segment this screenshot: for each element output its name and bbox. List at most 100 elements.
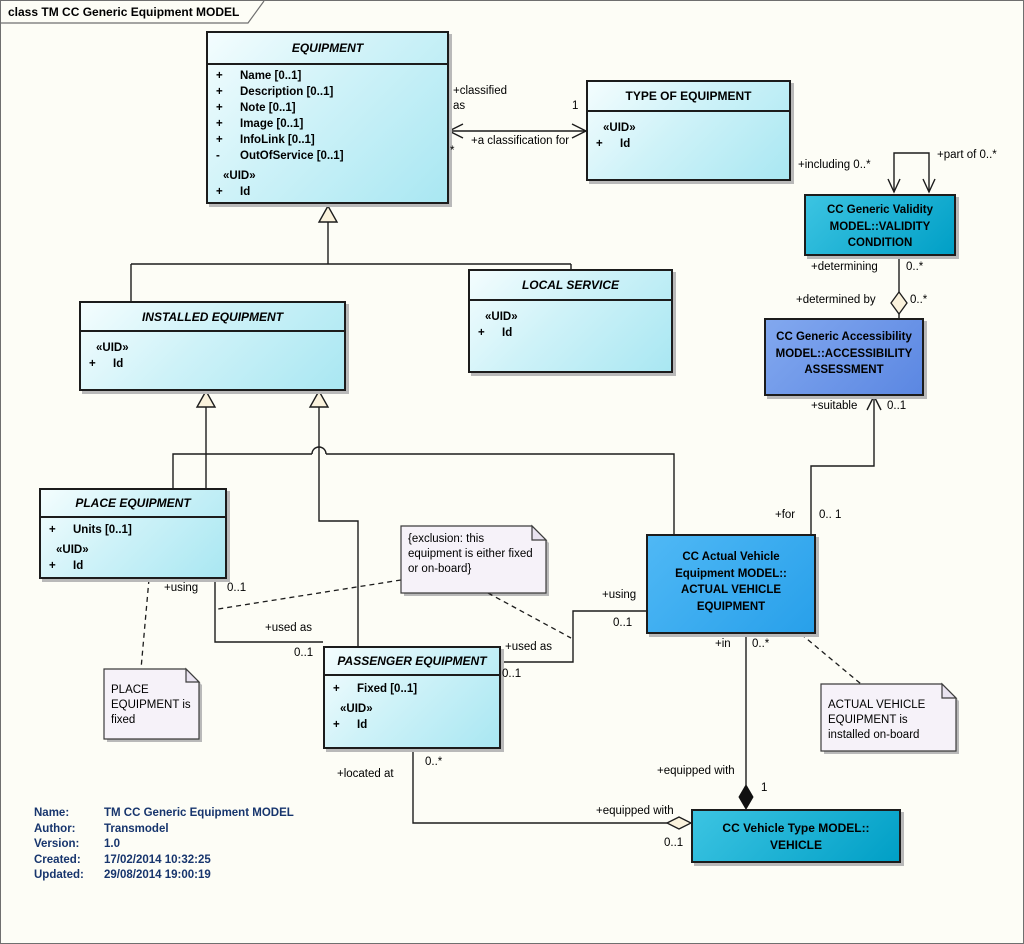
mult-located-at: 0..* [425, 756, 443, 768]
class-vehicle[interactable]: CC Vehicle Type MODEL:: VEHICLE [691, 809, 901, 863]
diamond-equipped-with-open [665, 816, 693, 830]
associations[interactable] [130, 123, 936, 824]
note-place-fixed[interactable] [103, 668, 200, 740]
mult-used-as-ave: 0..1 [502, 668, 522, 680]
mult-using-place: 0..1 [227, 582, 247, 594]
role-for: +for [775, 509, 796, 521]
role-suitable: +suitable [811, 400, 858, 412]
class-equipment[interactable]: EQUIPMENT +Name [0..1] +Description [0..… [206, 31, 449, 204]
class-name: PLACE EQUIPMENT [41, 490, 225, 518]
role-equipped-with-passenger: +equipped with [596, 805, 674, 817]
metadata-label: Created: [34, 853, 81, 866]
metadata-row: Version:1.0 [34, 837, 294, 853]
class-type-of-equipment[interactable]: TYPE OF EQUIPMENT «UID» +Id [586, 80, 791, 181]
metadata-label: Updated: [34, 869, 84, 882]
mult-equipment-many: * [450, 145, 455, 157]
attribute-row: -OutOfService [0..1] [208, 148, 447, 164]
note-place-fixed-text: PLACE EQUIPMENT is fixed [111, 684, 191, 726]
assoc-place-passenger[interactable] [214, 579, 323, 643]
role-part-of: +part of 0..* [937, 149, 997, 161]
attribute-row: +Id [470, 325, 671, 341]
attribute-row: + Units [0..1] [41, 522, 225, 538]
assoc-place-ave[interactable] [172, 446, 675, 534]
attribute-row: + Fixed [0..1] [325, 681, 499, 697]
assoc-passenger-vehicle[interactable] [412, 749, 667, 824]
class-name-line: CC Generic Accessibility [776, 331, 912, 343]
attr-sign: + [333, 683, 340, 695]
role-determined-by: +determined by [796, 294, 876, 306]
class-name: PASSENGER EQUIPMENT [325, 648, 499, 676]
role-equipped-with-ave: +equipped with [657, 765, 735, 777]
triangle-installed-left [195, 389, 217, 408]
attribute-row: +Id [325, 717, 499, 733]
attribute-row: + Note [0..1] [208, 100, 447, 116]
attr-sign: + [216, 186, 223, 198]
attr-text: OutOfService [0..1] [240, 150, 344, 162]
note-exclusion-text: {exclusion: this equipment is either fix… [408, 533, 533, 575]
assoc-ave-accessibility[interactable] [810, 396, 875, 534]
generalization-triangles [195, 204, 339, 408]
role-used-as-ave: +used as [505, 641, 552, 653]
class-validity-condition[interactable]: CC Generic Validity MODEL::VALIDITY COND… [804, 194, 956, 256]
attr-sign: + [478, 327, 485, 339]
role-using-place: +using [164, 582, 199, 594]
noteline-exclusion-right [487, 592, 572, 639]
attr-sign: + [49, 524, 56, 536]
arrowhead-left [447, 123, 464, 139]
class-place-equipment[interactable]: PLACE EQUIPMENT +Units [0..1] «UID» +Id [39, 488, 227, 579]
class-passenger-equipment[interactable]: PASSENGER EQUIPMENT +Fixed [0..1] «UID» … [323, 646, 501, 749]
role-located-at: +located at [337, 768, 394, 780]
assoc-passenger-ave[interactable] [501, 610, 646, 663]
attr-text: Units [0..1] [73, 524, 132, 536]
title-tab-outline [1, 1, 265, 24]
noteline-place-fixed [140, 578, 150, 670]
note-ave-onboard-text: ACTUAL VEHICLE EQUIPMENT is installed on… [828, 699, 926, 741]
role-used-as-place: +used as [265, 622, 312, 634]
note-connectors [140, 578, 862, 685]
attribute-row: +Name [0..1] [208, 68, 447, 84]
attr-text: Id [113, 358, 124, 370]
generalization-passenger-equipment[interactable] [318, 407, 359, 646]
attribute-row: +Description [0..1] [208, 84, 447, 100]
attribute-row: +InfoLink [0..1] [208, 132, 447, 148]
class-actual-vehicle-equipment[interactable]: CC Actual Vehicle Equipment MODEL:: ACTU… [646, 534, 816, 634]
attr-text: Id [620, 138, 631, 150]
note-ave-onboard-fold [941, 682, 958, 699]
note-ave-onboard[interactable] [820, 683, 957, 752]
mult-equipped-with-passenger: 0..1 [664, 837, 684, 849]
class-name: EQUIPMENT [208, 33, 447, 65]
mult-determining: 0..* [906, 261, 924, 273]
class-name: LOCAL SERVICE [470, 271, 671, 301]
attr-text: Fixed [0..1] [357, 683, 418, 695]
role-including: +including 0..* [798, 159, 871, 171]
noteline-exclusion-left [217, 579, 402, 610]
attr-text: Note [0..1] [240, 102, 296, 114]
stereotype-uid: «UID» [340, 703, 373, 715]
class-name: INSTALLED EQUIPMENT [81, 303, 344, 332]
attr-text: Id [73, 560, 84, 572]
diagram-title: class TM CC Generic Equipment MODEL [8, 5, 240, 19]
notes-layer[interactable] [103, 524, 958, 752]
generalization-equipment-children[interactable] [130, 222, 572, 301]
class-accessibility-assessment[interactable]: CC Generic Accessibility MODEL::ACCESSIB… [764, 318, 924, 396]
mult-for: 0.. 1 [819, 509, 842, 521]
stereotype-uid: «UID» [96, 342, 129, 354]
role-classified-as: as [453, 100, 466, 112]
class-installed-equipment[interactable]: INSTALLED EQUIPMENT «UID» +Id [79, 301, 346, 391]
metadata-value: 17/02/2014 10:32:25 [104, 853, 211, 866]
class-name: TYPE OF EQUIPMENT [588, 82, 789, 112]
assoc-validity-self[interactable] [893, 152, 930, 192]
attr-text: Id [357, 719, 368, 731]
metadata-row: Updated:29/08/2014 19:00:19 [34, 868, 294, 884]
class-name-line: MODEL::ACCESSIBILITY [775, 347, 913, 360]
note-exclusion[interactable] [400, 525, 547, 594]
attribute-row: +Id [588, 136, 789, 152]
mult-in: 0..* [752, 638, 770, 650]
attr-sign: + [216, 102, 223, 114]
class-name-line: CC Generic Validity [826, 204, 934, 216]
triangle-equipment [317, 204, 339, 223]
class-local-service[interactable]: LOCAL SERVICE «UID» +Id [468, 269, 673, 373]
diamond-determined-by [890, 290, 908, 316]
